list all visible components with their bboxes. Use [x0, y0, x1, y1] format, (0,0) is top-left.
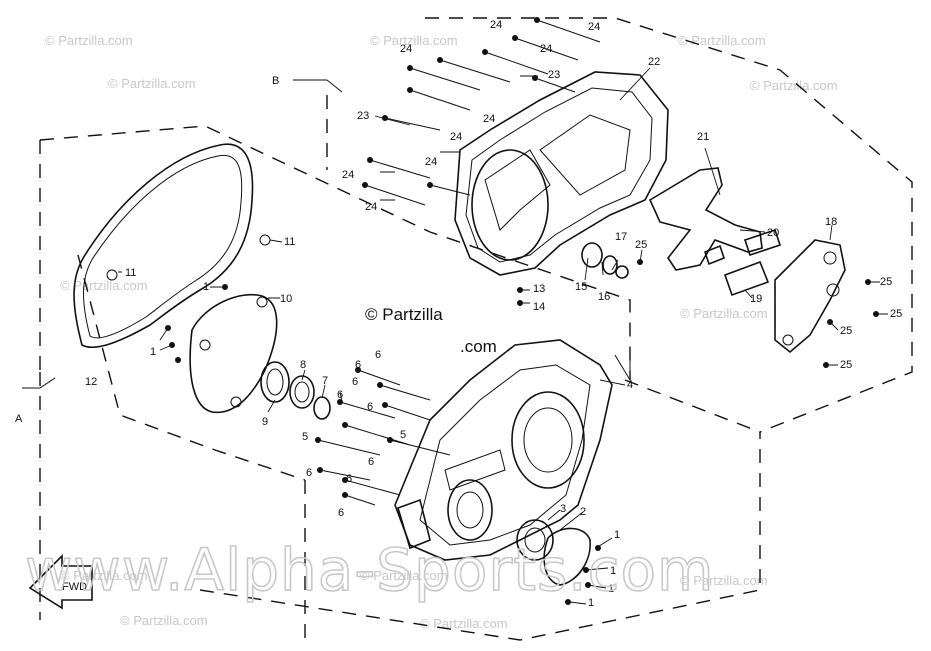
- callout-7: 7: [322, 375, 328, 387]
- callout-6: 6: [338, 507, 344, 519]
- partzilla-watermark: © Partzilla.com: [680, 306, 768, 321]
- bearing-cover: [516, 519, 591, 586]
- callout-19: 19: [750, 293, 762, 305]
- callout-5: 5: [302, 431, 308, 443]
- callout-24: 24: [483, 113, 495, 125]
- partzilla-copyright-line1: © Partzilla: [365, 305, 443, 324]
- callout-24: 24: [365, 201, 377, 213]
- callout-6: 6: [337, 389, 343, 401]
- partzilla-watermark: © Partzilla.com: [420, 616, 508, 631]
- seals-bearings: [260, 361, 331, 420]
- callout-24: 24: [540, 43, 552, 55]
- callout-18: 18: [825, 216, 837, 228]
- callout-21: 21: [697, 131, 709, 143]
- partzilla-copyright-line2: .com: [460, 337, 497, 356]
- callout-23: 23: [357, 110, 369, 122]
- callout-15: 15: [575, 281, 587, 293]
- callout-6: 6: [306, 467, 312, 479]
- cover-gasket: [73, 143, 271, 349]
- callout-13: 13: [533, 283, 545, 295]
- callout-6: 6: [355, 359, 361, 371]
- callout-12: 12: [85, 376, 97, 388]
- partzilla-watermark: © Partzilla.com: [60, 278, 148, 293]
- partzilla-watermark: © Partzilla.com: [45, 33, 133, 48]
- callout-labels: 24 24 24 24 24 24 24 24 24 23 23 22 21 2…: [85, 19, 902, 609]
- callout-4: 4: [627, 379, 633, 391]
- callout-25: 25: [840, 325, 852, 337]
- cover-plate: [189, 294, 278, 414]
- callout-16: 16: [598, 291, 610, 303]
- callout-24: 24: [425, 156, 437, 168]
- partzilla-watermark: © Partzilla.com: [60, 568, 148, 583]
- fwd-arrow: FWD: [28, 554, 93, 610]
- alpha-sports-watermark: www.Alpha-Sports.com: [25, 536, 715, 604]
- partzilla-watermark: © Partzilla.com: [120, 613, 208, 628]
- crankcase-upper: [454, 71, 669, 279]
- section-boundaries: [22, 17, 913, 641]
- partzilla-watermark: © Partzilla.com: [360, 568, 448, 583]
- side-bracket: [774, 239, 846, 354]
- callout-9: 9: [262, 416, 268, 428]
- leader-lines: [118, 67, 888, 605]
- callout-24: 24: [400, 43, 412, 55]
- crankcase-lower: [394, 339, 613, 561]
- view-marker-a: A: [15, 413, 23, 425]
- callout-6: 6: [352, 376, 358, 388]
- partzilla-watermark: © Partzilla.com: [370, 33, 458, 48]
- callout-8: 8: [300, 359, 306, 371]
- callout-3: 3: [560, 503, 566, 515]
- callout-25: 25: [635, 239, 647, 251]
- callout-25: 25: [840, 359, 852, 371]
- callout-1: 1: [588, 597, 594, 609]
- callout-1: 1: [614, 529, 620, 541]
- callout-2: 2: [580, 506, 586, 518]
- view-markers: B A: [15, 75, 279, 425]
- callout-10: 10: [280, 293, 292, 305]
- rubber-pads: [704, 228, 782, 297]
- callout-24: 24: [490, 19, 502, 31]
- callout-11: 11: [284, 236, 295, 248]
- callout-5: 5: [400, 429, 406, 441]
- callout-23: 23: [548, 69, 560, 81]
- partzilla-watermark: © Partzilla.com: [108, 76, 196, 91]
- callout-20: 20: [767, 227, 779, 239]
- callout-6: 6: [375, 349, 381, 361]
- callout-24: 24: [342, 169, 354, 181]
- callout-22: 22: [648, 56, 660, 68]
- callout-6: 6: [367, 401, 373, 413]
- mount-bracket: [648, 167, 763, 271]
- callout-25: 25: [890, 308, 902, 320]
- callout-1: 1: [608, 583, 614, 595]
- watermark-layer: © Partzilla.com © Partzilla.com © Partzi…: [45, 33, 838, 631]
- callout-24: 24: [450, 131, 462, 143]
- callout-11: 11: [125, 267, 136, 279]
- partzilla-watermark: © Partzilla.com: [680, 573, 768, 588]
- callout-24: 24: [588, 21, 600, 33]
- callout-1: 1: [610, 565, 616, 577]
- callout-1: 1: [150, 346, 156, 358]
- upper-case-bolts: [362, 17, 601, 206]
- view-marker-b: B: [272, 75, 279, 87]
- fwd-label: FWD: [62, 581, 87, 593]
- partzilla-watermark: © Partzilla.com: [678, 33, 766, 48]
- callout-17: 17: [615, 231, 627, 243]
- lower-case-bolts: [315, 367, 451, 506]
- callout-6: 6: [368, 456, 374, 468]
- callout-25: 25: [880, 276, 892, 288]
- callout-1: 1: [203, 281, 209, 293]
- callout-14: 14: [533, 301, 545, 313]
- callout-6: 6: [346, 473, 352, 485]
- partzilla-watermark: © Partzilla.com: [750, 78, 838, 93]
